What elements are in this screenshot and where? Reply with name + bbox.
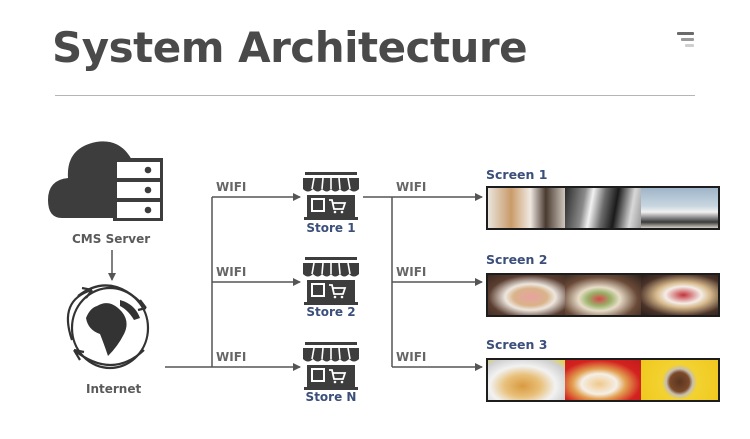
storefront-icon	[302, 256, 360, 306]
fashion-photo	[564, 188, 642, 228]
globe-icon	[66, 284, 150, 370]
screen-2-label: Screen 2	[486, 252, 548, 267]
snack-photo	[564, 360, 642, 400]
menu-line	[677, 32, 694, 35]
store-2-label: Store 2	[306, 305, 356, 319]
screen-3-display	[486, 358, 720, 402]
menu-line	[681, 38, 694, 41]
storefront-icon	[302, 171, 360, 221]
page-title: System Architecture	[52, 23, 528, 72]
cloud-server-icon	[48, 141, 163, 221]
menu-lines-icon[interactable]	[676, 32, 698, 50]
cake-photo	[564, 275, 642, 315]
fashion-photo	[488, 188, 565, 228]
cms-server-label: CMS Server	[72, 232, 151, 246]
store-1-label: Store 1	[306, 221, 356, 235]
storefront-icon	[302, 341, 360, 391]
internet-label: Internet	[86, 382, 142, 396]
snack-photo	[641, 360, 719, 400]
wifi-label: WIFI	[216, 265, 247, 279]
wifi-label: WIFI	[396, 350, 427, 364]
screen-2-display	[486, 273, 720, 317]
wifi-label: WIFI	[216, 180, 247, 194]
wifi-label: WIFI	[396, 265, 427, 279]
fashion-photo	[641, 188, 719, 228]
title-divider	[55, 95, 695, 96]
screen-1-label: Screen 1	[486, 167, 548, 182]
cake-photo	[488, 275, 565, 315]
wifi-label: WIFI	[216, 350, 247, 364]
cake-photo	[641, 275, 719, 315]
screen-3-label: Screen 3	[486, 337, 548, 352]
screen-1-display	[486, 186, 720, 230]
snack-photo	[488, 360, 565, 400]
wifi-label: WIFI	[396, 180, 427, 194]
menu-line	[685, 44, 694, 47]
store-n-label: Store N	[305, 390, 357, 404]
